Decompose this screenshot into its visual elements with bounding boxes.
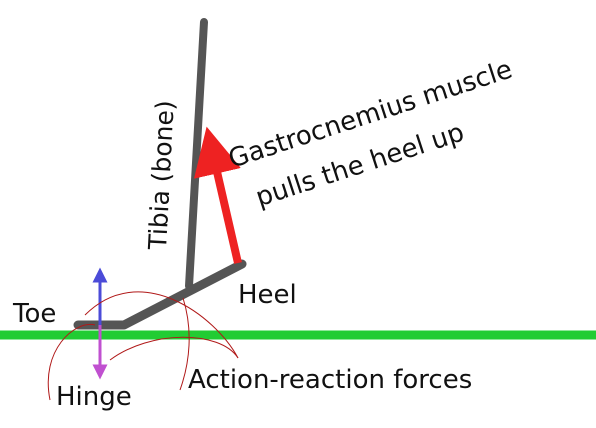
curve-hinge-to-forces bbox=[84, 291, 239, 359]
muscle-pull-arrow bbox=[193, 126, 242, 264]
tibia-bone bbox=[185, 18, 208, 290]
tibia-label: Tibia (bone) bbox=[143, 100, 180, 252]
hinge-label: Hinge bbox=[56, 382, 132, 412]
action-reaction-label: Action-reaction forces bbox=[188, 365, 472, 395]
curve-bone-joint bbox=[179, 297, 190, 391]
muscle-label: Gastrocnemius muscle pulls the heel up bbox=[225, 55, 516, 214]
annotation-leader-curves bbox=[47, 291, 239, 401]
curve-left bbox=[47, 323, 96, 401]
toe-label: Toe bbox=[12, 299, 56, 329]
heel-label: Heel bbox=[238, 280, 297, 310]
curve-mid bbox=[109, 336, 239, 361]
